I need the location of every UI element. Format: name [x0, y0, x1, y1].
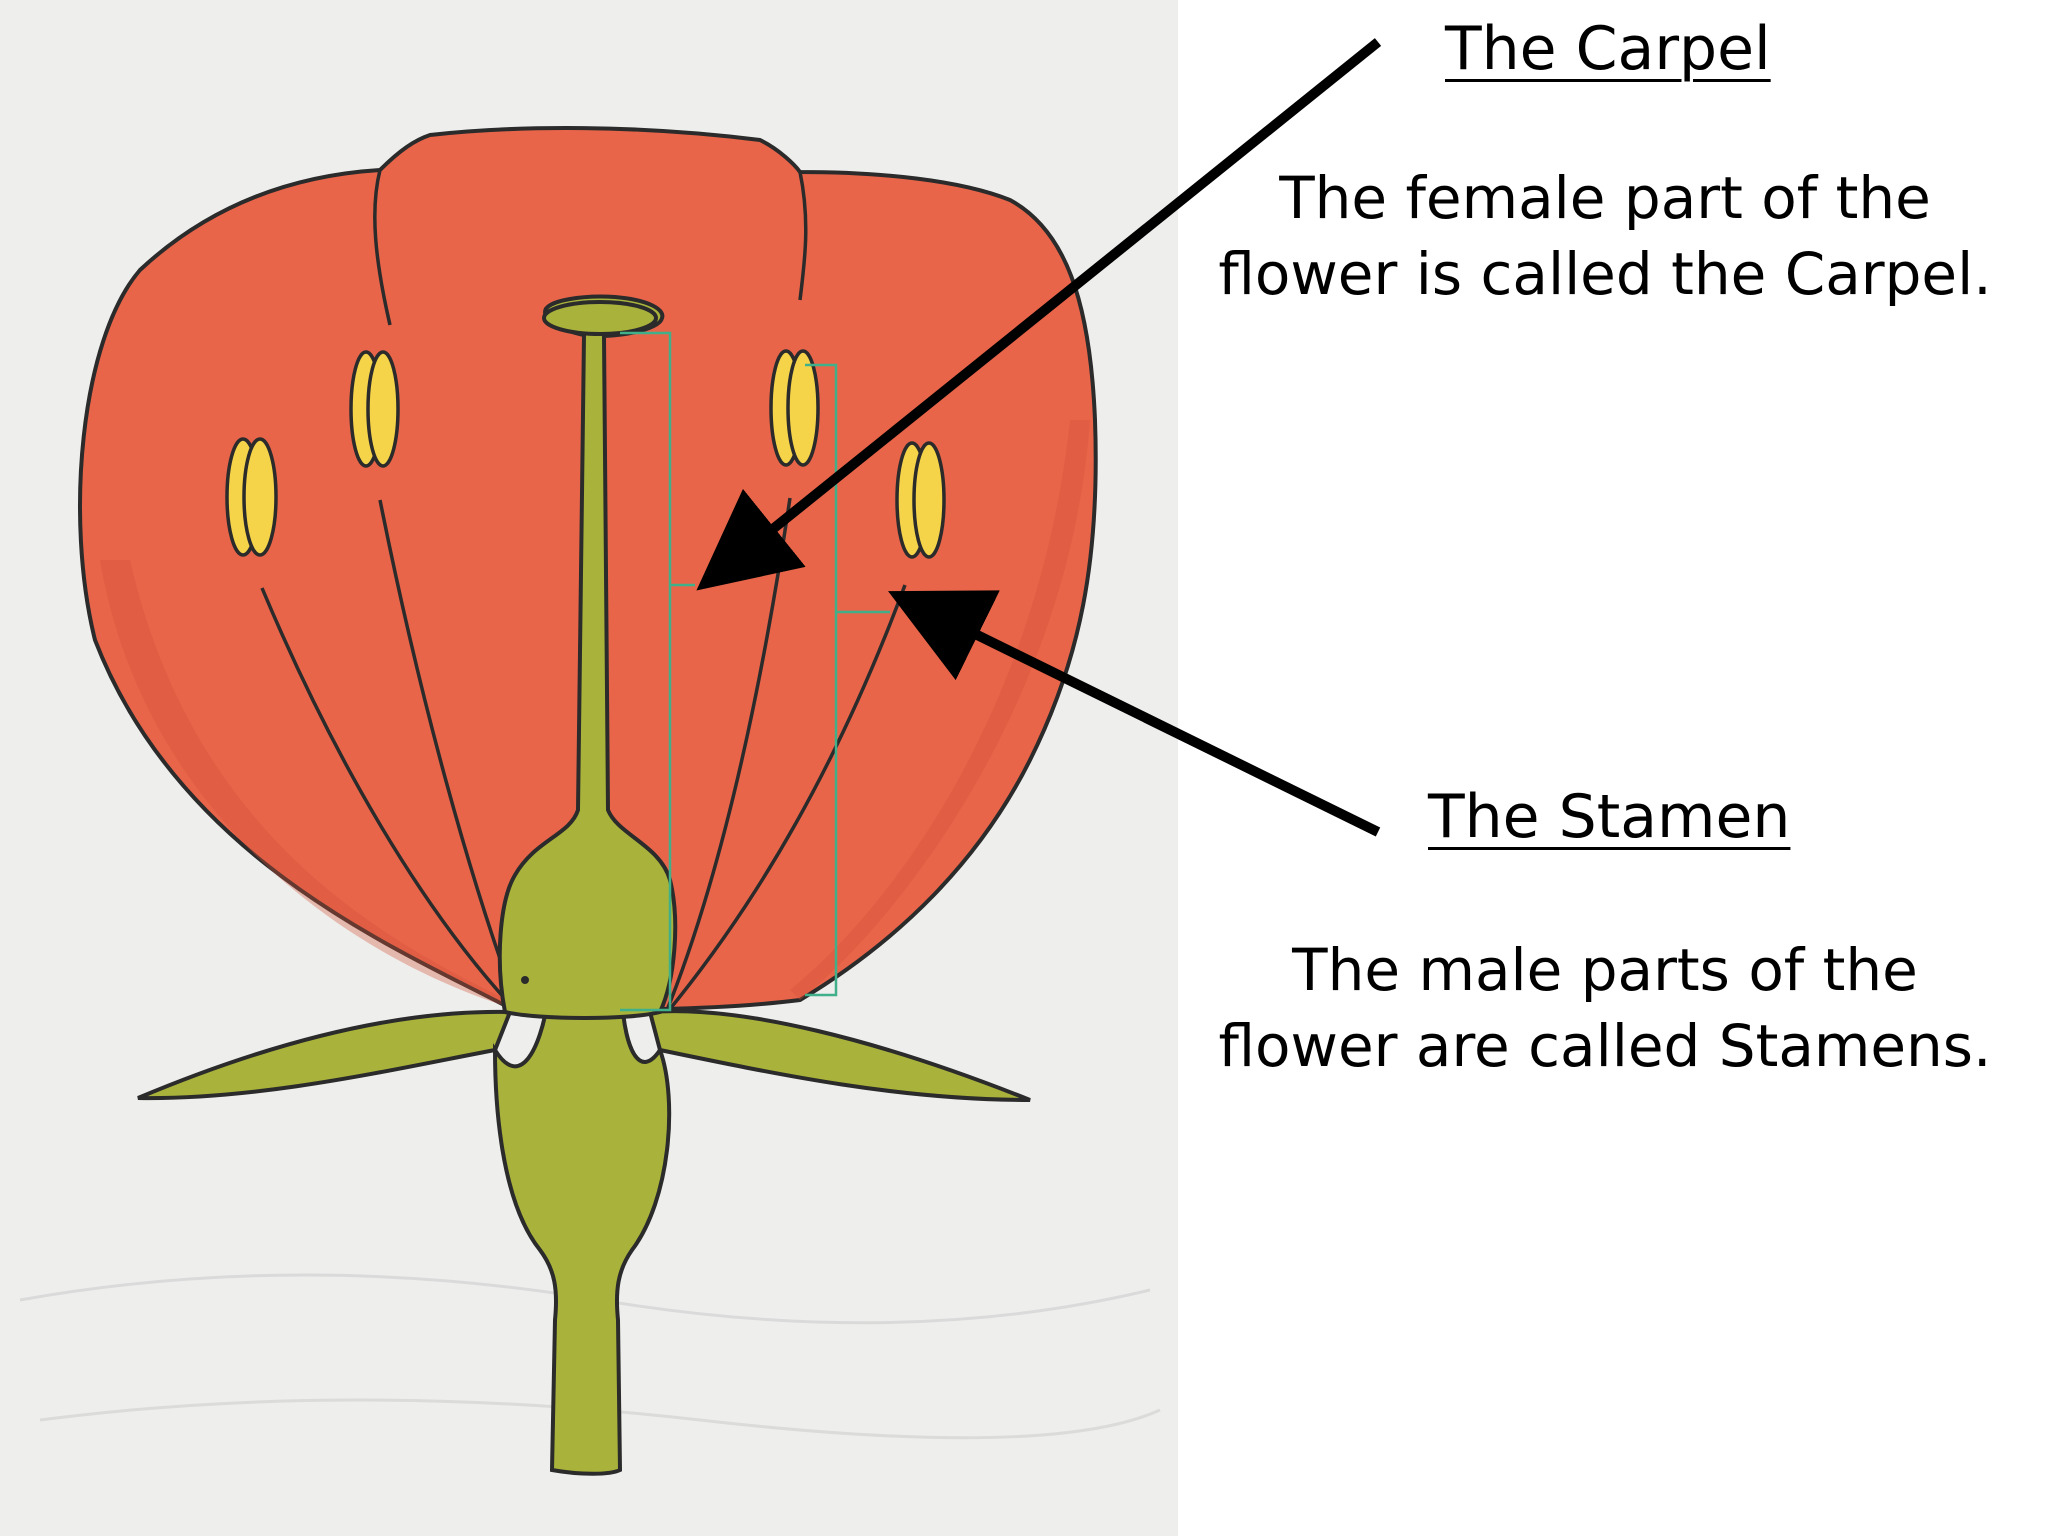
stigma: [542, 300, 658, 336]
stem-receptacle: [492, 998, 672, 1476]
filament: [260, 587, 522, 1017]
carpel-arrow: [696, 38, 1382, 591]
anther: [225, 437, 278, 557]
petal-shade-left: [100, 560, 508, 1007]
filament: [663, 584, 907, 1017]
petal-fold-left: [373, 169, 392, 326]
sepal-left: [137, 1009, 513, 1101]
brackets: [620, 331, 890, 1012]
anther: [769, 349, 820, 467]
stamen-bracket: [805, 363, 838, 997]
sepals-stem-carpel: [137, 294, 1031, 1476]
ovary-dot: [521, 976, 529, 984]
stamen-arrow: [888, 590, 1381, 837]
stamen-heading: The Stamen: [1428, 782, 1791, 852]
carpel-heading: The Carpel: [1445, 14, 1771, 84]
pointer-arrows: [696, 38, 1382, 837]
stamen-description: The male parts of the flower are called …: [1218, 936, 1992, 1080]
anther: [895, 441, 946, 559]
anther: [349, 350, 400, 468]
stamen-anthers: [225, 349, 946, 559]
sepal-right: [647, 1009, 1031, 1102]
carpel-description: The female part of the flower is called …: [1218, 164, 1992, 308]
carpel-bracket: [620, 331, 695, 1012]
petal-fold-right: [798, 171, 808, 301]
